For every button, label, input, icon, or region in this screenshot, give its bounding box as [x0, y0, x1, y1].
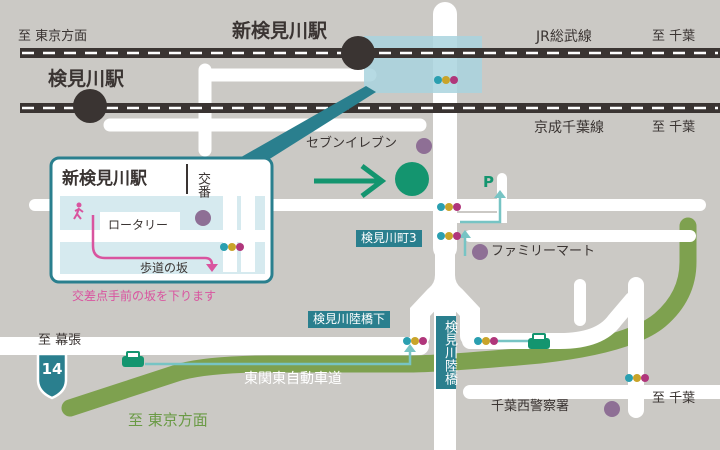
inset-slope-label: 歩道の坂 — [140, 261, 189, 275]
jr-sobu-line-label: JR総武線 — [536, 29, 592, 45]
seven-eleven-label: セブンイレブン — [306, 136, 398, 151]
shin-kemigawa-station-marker — [341, 36, 375, 70]
route-14-number: 14 — [41, 360, 63, 378]
car-icon-east — [528, 333, 550, 349]
inset-title: 新検見川駅 — [62, 169, 147, 189]
kemigawa-station-marker — [73, 89, 107, 123]
keisei-chiba-line-label: 京成千葉線 — [534, 120, 604, 136]
family-mart-label: ファミリーマート — [491, 244, 596, 259]
to-tokyo-top-label: 至 東京方面 — [18, 29, 88, 44]
destination-arrow — [314, 164, 387, 198]
road-east-lower — [462, 292, 640, 349]
kemigawa-station-label: 検見川駅 — [48, 68, 125, 90]
shin-kemigawa-station-area — [364, 36, 482, 93]
pedestrian-icon — [73, 202, 84, 220]
kemigawa-rikkyo-label: 検見川陸橋 — [436, 316, 457, 389]
inset-station-block — [60, 164, 180, 194]
to-chiba-top-label: 至 千葉 — [652, 29, 696, 44]
kemigawa-cho-3-tag: 検見川町3 — [356, 230, 422, 248]
family-mart-marker — [472, 244, 488, 260]
signal-chiba-east — [625, 374, 649, 382]
route-from-makuhari — [145, 350, 412, 366]
to-chiba-bottom-label: 至 千葉 — [652, 391, 696, 406]
to-chiba-keisei-label: 至 千葉 — [652, 120, 696, 135]
signal-rikkyo-shita — [403, 337, 427, 345]
route-14-shield-icon — [36, 352, 68, 400]
road-to-parking — [450, 173, 507, 223]
parking-arrow — [460, 196, 502, 224]
kemigawa-rikkyo-shita-tag: 検見川陸橋下 — [308, 311, 391, 329]
inset-rotary-island — [100, 212, 180, 238]
inset-route-arrowhead — [206, 264, 218, 272]
shin-kemigawa-station-label: 新検見川駅 — [232, 20, 328, 42]
to-makuhari-label: 至 幕張 — [38, 333, 82, 348]
signal-kemigawa-cho-north — [437, 203, 461, 211]
car-icon-west — [122, 351, 144, 367]
inset-walking-route — [91, 215, 214, 266]
destination-marker — [395, 162, 429, 196]
inset-signal — [220, 243, 244, 251]
parking-arrowhead — [494, 190, 506, 198]
inset-callout — [236, 86, 376, 160]
inset-koban-marker — [195, 210, 211, 226]
signal-kemigawa-cho — [437, 232, 461, 240]
signal-rikkyo-east — [474, 337, 498, 345]
police-marker — [604, 401, 620, 417]
inset-koban-label: 交番 — [195, 172, 210, 198]
seven-eleven-marker — [416, 138, 432, 154]
signal-station — [434, 76, 458, 84]
inset-note: 交差点手前の坂を下ります — [72, 289, 217, 303]
parking-label: P — [483, 173, 494, 191]
inset-rotary-label: ロータリー — [108, 218, 169, 232]
inset-road — [223, 166, 255, 272]
to-tokyo-bottom-label: 至 東京方面 — [128, 411, 208, 429]
route-arrowhead-makuhari — [404, 344, 416, 352]
inset-koban-divider — [186, 164, 188, 194]
expressway-label: 東関東自動車道 — [244, 371, 342, 387]
police-label: 千葉西警察署 — [491, 399, 570, 414]
route-arrowhead-upper — [459, 230, 471, 238]
keisei-chiba-railway — [20, 103, 720, 113]
